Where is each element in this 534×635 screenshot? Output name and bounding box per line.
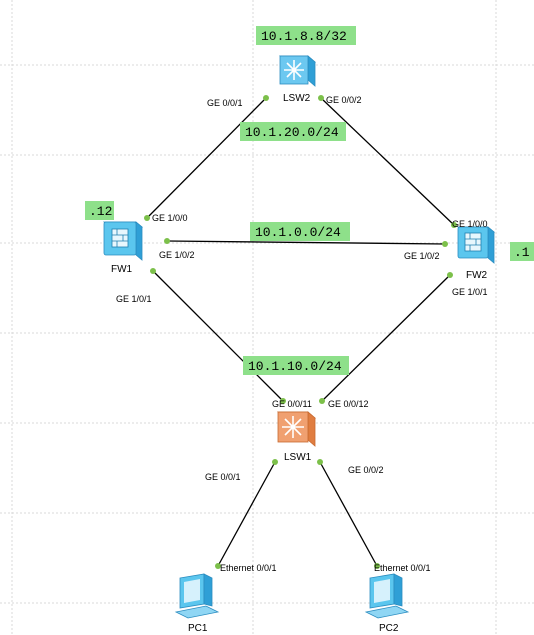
device-label: FW2 <box>466 270 488 281</box>
device-label: PC2 <box>379 623 399 634</box>
port-label: GE 0/0/1 <box>205 472 241 482</box>
switch-l3-icon <box>278 55 317 87</box>
port-label: GE 1/0/2 <box>159 250 195 260</box>
link-lsw1-pc2[interactable] <box>319 461 378 567</box>
link-lsw1-pc1[interactable] <box>217 461 276 567</box>
link-fw1-lsw1[interactable] <box>152 270 284 402</box>
pc-icon <box>364 573 410 619</box>
link-lsw2-fw2[interactable] <box>320 97 455 226</box>
port-label: GE 0/0/12 <box>328 399 369 409</box>
port-label: GE 0/0/1 <box>207 98 243 108</box>
device-pc2[interactable]: PC2 <box>364 573 410 634</box>
network-label-bg <box>510 242 534 261</box>
device-label: LSW1 <box>284 452 312 463</box>
network-label-bg <box>256 26 356 45</box>
network-label-fw-lsw1: 10.1.10.0/24 <box>248 359 342 374</box>
device-fw1[interactable]: FW1 <box>102 221 144 275</box>
port-label: GE 1/0/0 <box>452 219 488 229</box>
port-label: GE 0/0/2 <box>348 465 384 475</box>
host-label-fw2: .1 <box>514 245 530 260</box>
firewall-icon <box>102 221 144 261</box>
device-fw2[interactable]: FW2 <box>456 226 496 281</box>
port-label: GE 1/0/1 <box>116 294 152 304</box>
network-label-lsw2-fw1: 10.1.20.0/24 <box>245 125 339 140</box>
pc-icon <box>174 573 220 619</box>
firewall-icon <box>456 226 496 264</box>
port-label: Ethernet 0/0/1 <box>220 563 277 573</box>
device-label: FW1 <box>111 264 133 275</box>
port-label: GE 1/0/0 <box>152 213 188 223</box>
device-pc1[interactable]: PC1 <box>174 573 220 634</box>
device-lsw2[interactable]: LSW2 <box>278 55 317 104</box>
port-label: GE 1/0/1 <box>452 287 488 297</box>
link-fw2-lsw1[interactable] <box>321 274 451 402</box>
port-indicators <box>144 95 457 569</box>
port-label: Ethernet 0/0/1 <box>374 563 431 573</box>
port-label: GE 0/0/2 <box>326 95 362 105</box>
link-lsw2-fw1[interactable] <box>146 97 267 219</box>
network-label-bg <box>240 122 346 141</box>
network-label-bg <box>250 222 350 241</box>
network-label-fw1-fw2: 10.1.0.0/24 <box>255 225 341 240</box>
device-label: PC1 <box>188 623 208 634</box>
port-label: GE 1/0/2 <box>404 251 440 261</box>
device-lsw1[interactable]: LSW1 <box>276 411 317 463</box>
device-label: LSW2 <box>283 93 311 104</box>
link-fw1-fw2[interactable] <box>166 240 446 245</box>
network-label-bg <box>243 356 349 375</box>
host-label-fw1: .12 <box>89 204 112 219</box>
network-label-bg <box>85 201 114 220</box>
port-label: GE 0/0/11 <box>272 399 312 409</box>
network-label-lsw2-loopback: 10.1.8.8/32 <box>261 29 347 44</box>
switch-l3-icon <box>276 411 317 447</box>
